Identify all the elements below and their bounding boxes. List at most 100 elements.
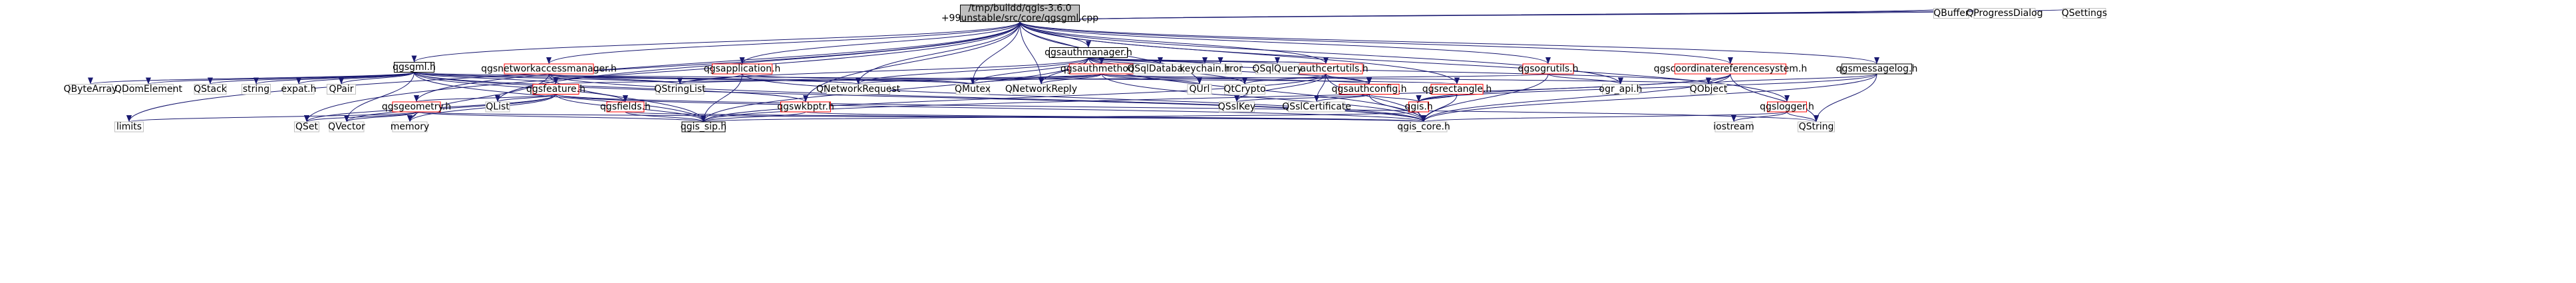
node-qgsmessagelog[interactable]: qgsmessagelog.h xyxy=(1836,63,1918,75)
edge-qgsrectangle-to-qgis xyxy=(1416,94,1458,103)
node-qgsauthconfig[interactable]: qgsauthconfig.h xyxy=(1331,84,1407,95)
edge-root-to-qgswkbptr xyxy=(803,21,1021,103)
edge-qgsnetworkaccessmanager-to-QNetworkRequest xyxy=(548,73,861,85)
node-box-expat xyxy=(283,84,315,95)
node-label-string-0: string xyxy=(243,84,269,95)
edge-qgsfeature-to-qgsgeometry xyxy=(414,94,556,103)
node-box-qgsfields xyxy=(606,101,645,113)
node-label-qgsrectangle-0: qgsrectangle.h xyxy=(1422,84,1492,95)
node-label-QSslCertificate-0: QSslCertificate xyxy=(1282,102,1351,113)
node-box-QSslKey xyxy=(1219,101,1255,113)
edge-qgsfields-to-qgis_sip xyxy=(625,111,707,123)
node-box-QSslCertificate xyxy=(1288,101,1345,113)
edge-qgsgml-to-QByteArray xyxy=(88,72,414,85)
node-qgis[interactable]: qgis.h xyxy=(1404,101,1433,113)
node-qgscoordinatereferencesystem[interactable]: qgscoordinatereferencesystem.h xyxy=(1654,63,1808,75)
node-qgsogrutils[interactable]: qgsogrutils.h xyxy=(1518,63,1579,75)
node-limits: limits xyxy=(114,121,144,133)
node-label-keychain-0: keychain.h xyxy=(1180,64,1230,75)
node-qgsnetworkaccessmanager[interactable]: qgsnetworkaccessmanager.h xyxy=(481,63,617,75)
edge-root-to-qgsapplication xyxy=(739,21,1021,65)
edge-qgscoordinatereferencesystem-to-qgis xyxy=(1416,73,1731,103)
node-label-qgsauthmethod-0: qgsauthmethod.h xyxy=(1060,64,1143,75)
node-label-ogr_api-0: ogr_api.h xyxy=(1599,84,1643,95)
node-box-ogr_api xyxy=(1602,84,1639,95)
node-label-qgis-0: qgis.h xyxy=(1404,102,1432,113)
node-label-qgsfeature-0: qgsfeature.h xyxy=(526,84,585,95)
node-label-qgis_sip-0: qgis_sip.h xyxy=(681,122,726,133)
node-label-qgsauthmanager-0: qgsauthmanager.h xyxy=(1045,47,1132,58)
node-label-QObject-0: QObject xyxy=(1690,84,1728,95)
node-box-qgsgml xyxy=(394,62,434,73)
node-qgsapplication[interactable]: qgsapplication.h xyxy=(704,63,781,75)
edge-qgsauthcertutils-to-QtCrypto xyxy=(1242,73,1327,85)
node-box-qgsauthconfig xyxy=(1339,84,1400,95)
node-box-QProgressDialog xyxy=(1973,8,2036,19)
node-label-QString-0: QString xyxy=(1799,122,1834,133)
node-label-qgswkbptr-0: qgswkbptr.h xyxy=(777,102,834,113)
node-qgslogger[interactable]: qgslogger.h xyxy=(1760,101,1814,113)
edge-qgsfeature-to-QString xyxy=(556,94,1819,123)
node-label-QUrl-0: QUrl xyxy=(1190,84,1210,95)
node-QString: QString xyxy=(1798,121,1835,133)
edge-qgsgeometry-to-limits xyxy=(126,111,417,123)
node-box-QStringList xyxy=(655,84,705,95)
edge-root-to-qgslogger xyxy=(1019,21,1790,103)
node-QMutex: QMutex xyxy=(955,84,991,95)
node-box-QtCrypto xyxy=(1224,84,1265,95)
node-box-qgsauthmanager xyxy=(1049,47,1128,58)
node-qgswkbptr[interactable]: qgswkbptr.h xyxy=(777,101,834,113)
edge-qgsauthmanager-to-QObject xyxy=(1088,57,1711,85)
node-label-qgsogrutils-0: qgsogrutils.h xyxy=(1518,64,1578,75)
node-string: string xyxy=(242,84,271,95)
node-label-memory-0: memory xyxy=(391,122,430,133)
node-root: /tmp/buildd/qgis-3.6.0+99unstable/src/co… xyxy=(941,3,1098,24)
edge-qgsauthmanager-to-qgsauthcertutils xyxy=(1088,57,1329,65)
edge-qgis-to-qgis_sip xyxy=(701,111,1419,123)
node-label-root-1: +99unstable/src/core/qgsgml.cpp xyxy=(941,13,1098,24)
node-box-qgslogger xyxy=(1767,101,1807,113)
node-qgsauthmanager[interactable]: qgsauthmanager.h xyxy=(1045,47,1132,58)
node-box-qgis xyxy=(1408,101,1429,113)
node-qgsfields[interactable]: qgsfields.h xyxy=(600,101,651,113)
edge-qgsauthmethod-to-QUrl xyxy=(1101,73,1202,85)
edge-qgsmessagelog-to-QString xyxy=(1814,73,1877,123)
node-box-qgsapplication xyxy=(712,63,772,75)
node-box-qgswkbptr xyxy=(780,101,831,113)
node-box-qgsgeometry xyxy=(392,101,441,113)
node-label-QStringList-0: QStringList xyxy=(654,84,706,95)
node-label-QBuffer-0: QBuffer xyxy=(1933,8,1969,19)
node-QNetworkReply: QNetworkReply xyxy=(1005,84,1077,95)
node-QBuffer: QBuffer xyxy=(1933,8,1969,19)
node-label-expat-0: expat.h xyxy=(281,84,317,95)
edge-qgsapplication-to-qgis_core xyxy=(742,73,1426,123)
node-qgis_sip[interactable]: qgis_sip.h xyxy=(681,121,726,133)
node-QNetworkRequest: QNetworkRequest xyxy=(816,84,901,95)
node-qgsauthmethod[interactable]: qgsauthmethod.h xyxy=(1060,63,1143,75)
node-qgsgml[interactable]: qgsgml.h xyxy=(393,62,436,73)
node-qgsgeometry[interactable]: qgsgeometry.h xyxy=(382,101,451,113)
node-QSqlDatabase: QSqlDatabase xyxy=(1127,63,1194,75)
edge-qgsgml-to-qgis_sip xyxy=(414,72,707,123)
edge-root-to-qgsmessagelog xyxy=(1019,21,1879,65)
edge-qgsnetworkaccessmanager-to-QMutex xyxy=(548,73,975,85)
node-label-QDomElement-0: QDomElement xyxy=(114,84,182,95)
edge-qgsauthmanager-to-keychain xyxy=(1088,57,1208,65)
node-qgsfeature[interactable]: qgsfeature.h xyxy=(526,84,585,95)
edge-root-to-QNetworkRequest xyxy=(856,21,1021,85)
node-box-limits xyxy=(114,121,144,133)
node-box-QNetworkReply xyxy=(1013,84,1070,95)
edge-qgsgml-to-QPair xyxy=(339,72,414,85)
node-label-qgsfields-0: qgsfields.h xyxy=(600,102,651,113)
node-qgsrectangle[interactable]: qgsrectangle.h xyxy=(1422,84,1492,95)
edge-qgsauthconfig-to-QSslKey xyxy=(1234,94,1370,103)
node-box-qgsmessagelog xyxy=(1842,63,1912,75)
node-QSettings: QSettings xyxy=(2062,8,2107,19)
edge-root-to-qgsgeometry xyxy=(414,21,1021,103)
node-label-qgsmessagelog-0: qgsmessagelog.h xyxy=(1836,64,1918,75)
node-QObject: QObject xyxy=(1690,84,1728,95)
edge-qgsogrutils-to-qgsfeature xyxy=(554,73,1549,85)
node-box-QString xyxy=(1798,121,1835,133)
node-label-QtCrypto-0: QtCrypto xyxy=(1223,84,1265,95)
